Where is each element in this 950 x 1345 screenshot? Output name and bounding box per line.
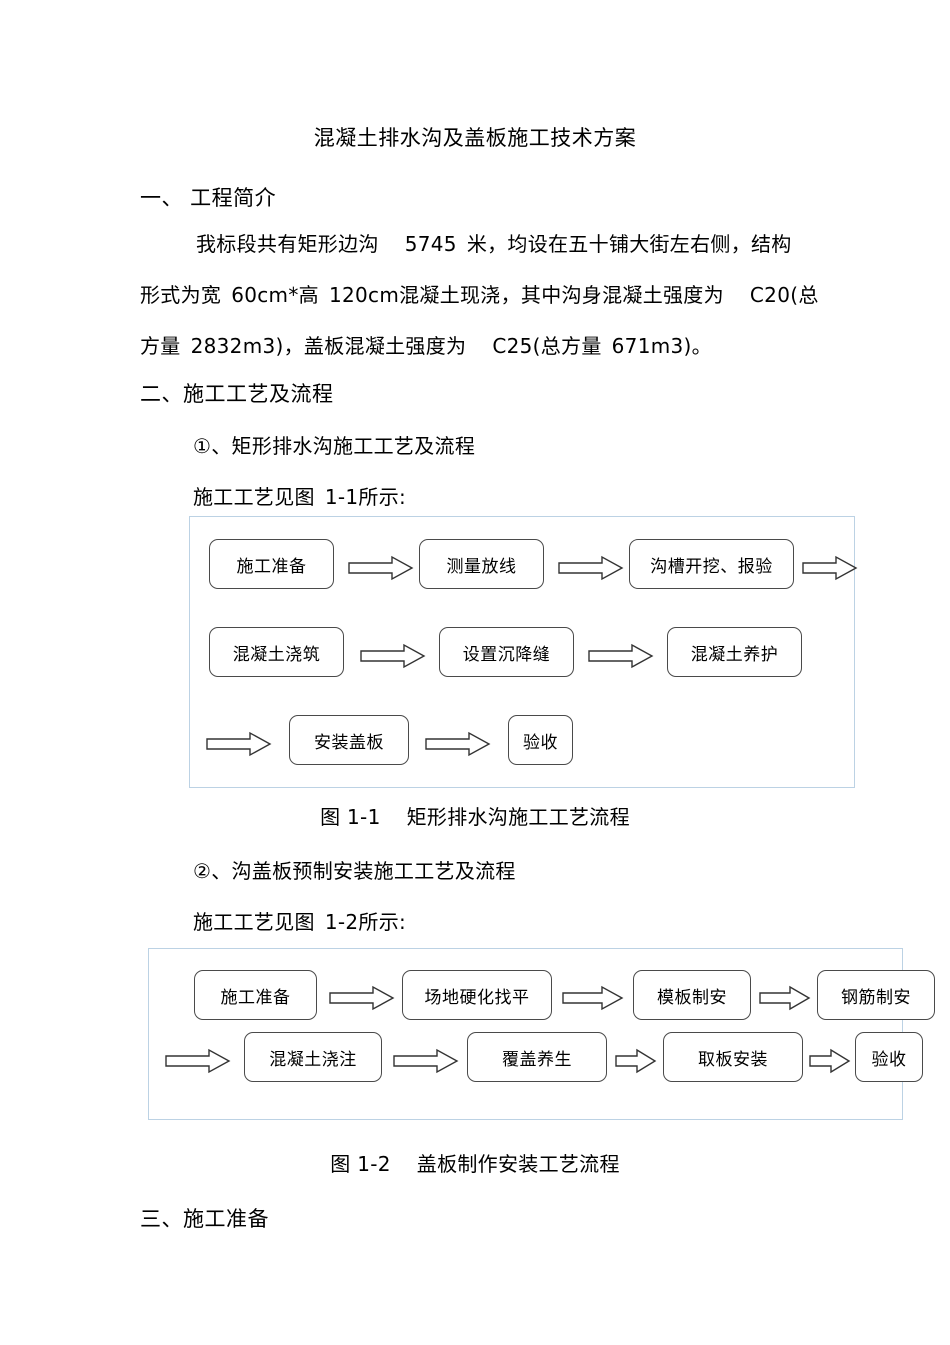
arrow-right-icon <box>329 985 395 1011</box>
lead2-part-b: 1-2 <box>324 910 359 934</box>
heading-section-3: 三、施工准备 <box>140 1207 269 1231</box>
flow2-node-覆盖养生[interactable]: 覆盖养生 <box>467 1032 607 1082</box>
flow1-node-设置沉降缝[interactable]: 设置沉降缝 <box>439 627 574 677</box>
intro-line2-part-a: 形式为宽 <box>140 283 222 307</box>
flow1-node-测量放线[interactable]: 测量放线 <box>419 539 544 589</box>
flow2-node-钢筋制安[interactable]: 钢筋制安 <box>817 970 935 1020</box>
lead-in-figure-1-1: 施工工艺见图 1-1所示: <box>193 481 406 510</box>
intro-line1-part-a: 我标段共有矩形边沟 <box>196 232 379 256</box>
intro-line3-part-g: 。 <box>691 334 712 358</box>
arrow-right-icon <box>802 555 858 581</box>
intro-line3-part-e: 总方量 <box>540 334 602 358</box>
flow1-node-混凝土浇筑[interactable]: 混凝土浇筑 <box>209 627 344 677</box>
flow2-node-模板制安[interactable]: 模板制安 <box>633 970 751 1020</box>
arrow-right-icon <box>558 555 624 581</box>
intro-paragraph-line-1: 我标段共有矩形边沟 5745 米，均设在五十铺大街左右侧，结构 <box>196 228 792 257</box>
flowchart-figure-1-1: 施工准备 测量放线 沟槽开挖、报验 混凝土浇筑 设置沉降缝 <box>189 516 858 788</box>
arrow-right-icon <box>393 1048 459 1074</box>
flow1-node-混凝土养护[interactable]: 混凝土养护 <box>667 627 802 677</box>
intro-paragraph-line-2: 形式为宽 60cm*高 120cm混凝土现浇，其中沟身混凝土强度为 C20(总 <box>140 279 819 308</box>
arrow-right-icon <box>588 643 654 669</box>
flow1-node-施工准备[interactable]: 施工准备 <box>209 539 334 589</box>
flow2-node-混凝土浇注[interactable]: 混凝土浇注 <box>244 1032 382 1082</box>
arrow-right-icon <box>360 643 426 669</box>
figure-caption-1-2: 图 1-2 盖板制作安装工艺流程 <box>0 1148 950 1177</box>
flow2-node-施工准备[interactable]: 施工准备 <box>194 970 317 1020</box>
figure-1-2-text: 盖板制作安装工艺流程 <box>416 1152 620 1176</box>
heading-section-2: 二、施工工艺及流程 <box>140 382 334 406</box>
figure-1-1-text: 矩形排水沟施工工艺流程 <box>406 805 630 829</box>
intro-line1-part-c: 米，均设在五十铺大街左右侧，结构 <box>466 232 792 256</box>
intro-line2-part-c: 高 <box>298 283 319 307</box>
intro-line3-part-c: ，盖板混凝土强度为 <box>283 334 467 358</box>
intro-line3-part-b: 2832m3) <box>190 334 284 358</box>
arrow-right-icon <box>206 731 272 757</box>
flow1-node-安装盖板[interactable]: 安装盖板 <box>289 715 409 765</box>
intro-line2-part-d: 120cm <box>328 283 400 307</box>
intro-line1-part-b: 5745 <box>404 232 457 256</box>
flow1-node-沟槽开挖报验[interactable]: 沟槽开挖、报验 <box>629 539 794 589</box>
intro-line2-part-g: 总 <box>798 283 819 307</box>
heading-section-1: 一、 工程简介 <box>140 186 277 210</box>
lead1-part-b: 1-1 <box>324 485 359 509</box>
lead-in-figure-1-2: 施工工艺见图 1-2所示: <box>193 906 406 935</box>
figure-1-2-label: 图 1-2 <box>330 1152 391 1176</box>
lead2-part-c: 所示: <box>358 910 407 934</box>
heading-subsection-1: ①、矩形排水沟施工工艺及流程 <box>193 434 476 458</box>
arrow-right-icon <box>615 1048 657 1074</box>
intro-line2-part-f: C20( <box>749 283 799 307</box>
page-title: 混凝土排水沟及盖板施工技术方案 <box>313 126 637 150</box>
flowchart-figure-1-2: 施工准备 场地硬化找平 模板制安 钢筋制安 混凝土浇注 <box>148 948 935 1120</box>
flow1-node-验收[interactable]: 验收 <box>508 715 573 765</box>
arrow-right-icon <box>809 1048 851 1074</box>
arrow-right-icon <box>348 555 414 581</box>
figure-1-1-label: 图 1-1 <box>320 805 381 829</box>
flow2-node-场地硬化找平[interactable]: 场地硬化找平 <box>402 970 552 1020</box>
arrow-right-icon <box>562 985 624 1011</box>
intro-line2-part-e: 混凝土现浇，其中沟身混凝土强度为 <box>399 283 724 307</box>
lead1-part-c: 所示: <box>358 485 407 509</box>
figure-caption-1-1: 图 1-1 矩形排水沟施工工艺流程 <box>0 801 950 830</box>
intro-line2-part-b: 60cm* <box>231 283 299 307</box>
lead1-part-a: 施工工艺见图 <box>193 485 315 509</box>
arrow-right-icon <box>425 731 491 757</box>
arrow-right-icon <box>759 985 811 1011</box>
heading-subsection-2: ②、沟盖板预制安装施工工艺及流程 <box>193 859 516 883</box>
intro-line3-part-f: 671m3) <box>611 334 692 358</box>
flow2-node-取板安装[interactable]: 取板安装 <box>663 1032 803 1082</box>
flow2-node-验收[interactable]: 验收 <box>855 1032 923 1082</box>
intro-line3-part-a: 方量 <box>140 334 181 358</box>
lead2-part-a: 施工工艺见图 <box>193 910 315 934</box>
arrow-right-icon <box>165 1048 231 1074</box>
intro-paragraph-line-3: 方量 2832m3)，盖板混凝土强度为 C25(总方量 671m3)。 <box>140 330 712 359</box>
intro-line3-part-d: C25( <box>492 334 541 358</box>
